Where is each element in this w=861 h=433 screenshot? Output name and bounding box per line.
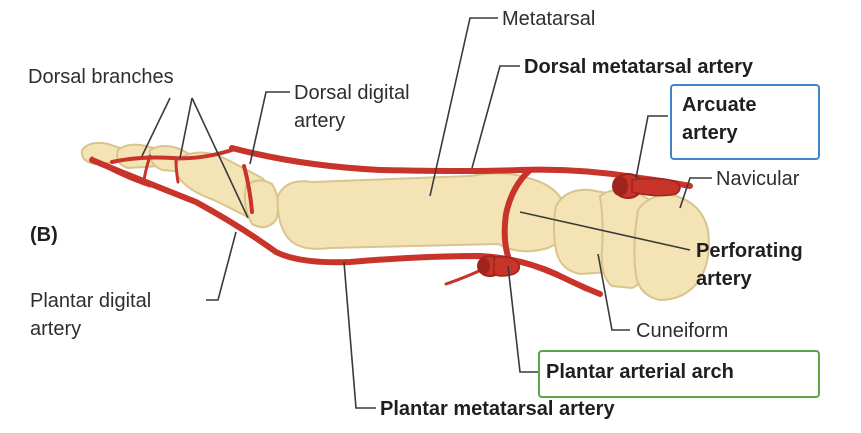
plantar-arterial-arch-label: Plantar arterial arch xyxy=(546,359,734,385)
arcuate-leader xyxy=(636,116,668,178)
plantar-digital-leader xyxy=(206,232,236,300)
plantar-metatarsal-artery-label: Plantar metatarsal artery xyxy=(380,396,615,422)
perforating-artery-label-line1: Perforating xyxy=(696,238,803,264)
plantar-arch-segment xyxy=(494,257,519,276)
dorsal-metatarsal-leader xyxy=(472,66,520,168)
dorsal-digital-artery-label-line1: Dorsal digital xyxy=(294,80,410,106)
dorsal-branches-leader-b xyxy=(180,98,192,158)
arcuate-artery-label-line2: artery xyxy=(682,120,738,146)
arcuate-artery-segment xyxy=(632,178,680,195)
arcuate-artery-label-line1: Arcuate xyxy=(682,92,756,118)
plantar-arch-leader xyxy=(508,266,540,372)
panel-label: (B) xyxy=(30,222,58,248)
dorsal-branches-label: Dorsal branches xyxy=(28,64,174,90)
cuneiform-label: Cuneiform xyxy=(636,318,728,344)
plantar-arch-cut-end xyxy=(478,258,490,274)
arcuate-artery-cut-end xyxy=(612,176,628,196)
plantar-digital-artery-label-line2: artery xyxy=(30,316,81,342)
plantar-metatarsal-leader xyxy=(344,262,376,408)
dorsal-digital-artery-label-line2: artery xyxy=(294,108,345,134)
perforating-artery-label-line2: artery xyxy=(696,266,752,292)
dorsal-metatarsal-artery-label: Dorsal metatarsal artery xyxy=(524,54,753,80)
plantar-digital-artery-label-line1: Plantar digital xyxy=(30,288,151,314)
navicular-label: Navicular xyxy=(716,166,799,192)
metatarsal-label: Metatarsal xyxy=(502,6,595,32)
